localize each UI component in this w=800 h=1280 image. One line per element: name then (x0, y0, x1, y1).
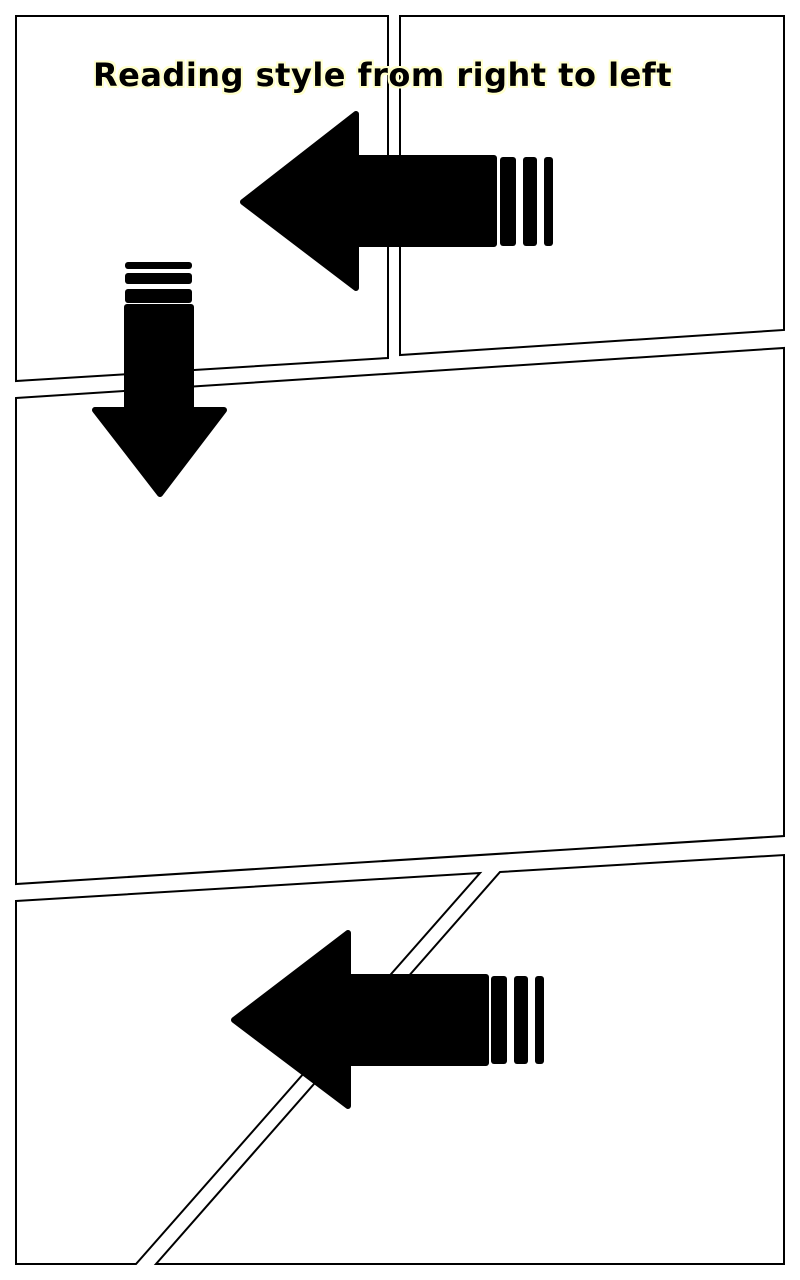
panel-bottom-left (15, 871, 483, 1265)
panel-middle (15, 346, 785, 886)
down-arrow-icon (92, 262, 227, 497)
panel-top-left (15, 15, 389, 383)
left-arrow-icon (240, 111, 553, 291)
left-arrow-icon (231, 930, 544, 1109)
